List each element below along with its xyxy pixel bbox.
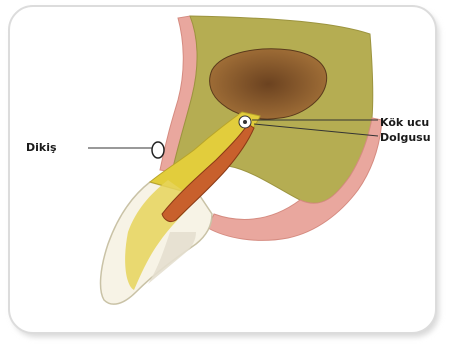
root-tip-label-line1: Kök ucu	[380, 116, 429, 129]
root-tip-label-line2: Dolgusu	[380, 131, 431, 144]
root-end-filling-center	[243, 120, 247, 124]
suture-label: Dikiş	[26, 141, 57, 154]
